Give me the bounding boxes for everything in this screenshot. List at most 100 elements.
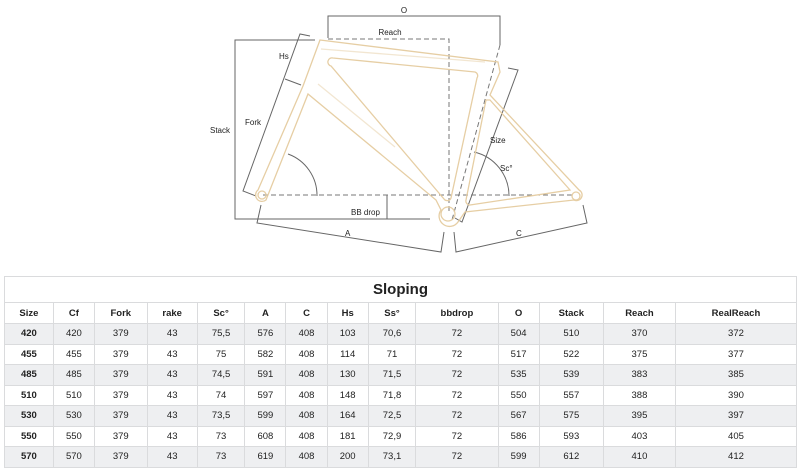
frame-geometry-diagram: O Reach Hs Stack Fork Size Sc° BB drop A… — [210, 6, 588, 253]
column-header: Stack — [538, 302, 604, 324]
table-cell: 586 — [497, 425, 540, 447]
label-bb-drop: BB drop — [351, 208, 380, 217]
table-cell: 43 — [146, 446, 198, 468]
table-cell: 43 — [146, 384, 198, 406]
table-cell: 72 — [415, 405, 499, 427]
table-cell: 130 — [326, 364, 369, 386]
table-cell: 591 — [244, 364, 287, 386]
stack-bracket — [234, 39, 430, 220]
table-cell: 43 — [146, 364, 198, 386]
table-cell: 593 — [538, 425, 604, 447]
table-cell: 485 — [4, 364, 54, 386]
table-cell: 114 — [326, 343, 369, 365]
table-cell: 75,5 — [196, 323, 246, 345]
table-cell: 71,8 — [367, 384, 417, 406]
hs-fork-bracket — [242, 33, 311, 197]
table-cell: 70,6 — [367, 323, 417, 345]
a-bracket — [256, 204, 445, 253]
column-header: Cf — [52, 302, 95, 324]
hs-tick — [284, 78, 302, 86]
table-cell: 576 — [244, 323, 287, 345]
dashed-reference-lines — [263, 38, 572, 221]
table-cell: 379 — [93, 405, 148, 427]
table-cell: 550 — [4, 425, 54, 447]
table-cell: 43 — [146, 405, 198, 427]
table-cell: 550 — [52, 425, 95, 447]
table-cell: 72 — [415, 384, 499, 406]
seat-angle-arc — [473, 151, 510, 197]
table-cell: 510 — [52, 384, 95, 406]
table-cell: 412 — [674, 446, 798, 468]
table-cell: 522 — [538, 343, 604, 365]
column-header: RealReach — [674, 302, 798, 324]
table-cell: 408 — [285, 405, 328, 427]
table-cell: 550 — [497, 384, 540, 406]
table-cell: 535 — [497, 364, 540, 386]
table-cell: 385 — [674, 364, 798, 386]
table-cell: 383 — [602, 364, 676, 386]
table-cell: 71 — [367, 343, 417, 365]
table-cell: 148 — [326, 384, 369, 406]
table-cell: 408 — [285, 384, 328, 406]
label-a: A — [345, 229, 351, 238]
column-header: Hs — [326, 302, 369, 324]
table-cell: 379 — [93, 425, 148, 447]
table-cell: 72 — [415, 446, 499, 468]
column-header: rake — [146, 302, 198, 324]
label-fork: Fork — [245, 118, 262, 127]
label-c: C — [516, 229, 522, 238]
table-cell: 379 — [93, 323, 148, 345]
table-cell: 608 — [244, 425, 287, 447]
table-cell: 410 — [602, 446, 676, 468]
table-cell: 73,5 — [196, 405, 246, 427]
table-cell: 370 — [602, 323, 676, 345]
table-cell: 485 — [52, 364, 95, 386]
table-cell: 599 — [497, 446, 540, 468]
table-cell: 408 — [285, 323, 328, 345]
table-cell: 181 — [326, 425, 369, 447]
table-cell: 539 — [538, 364, 604, 386]
table-cell: 72 — [415, 323, 499, 345]
table-cell: 200 — [326, 446, 369, 468]
table-cell: 517 — [497, 343, 540, 365]
table-cell: 72,5 — [367, 405, 417, 427]
table-cell: 75 — [196, 343, 246, 365]
table-cell: 377 — [674, 343, 798, 365]
table-cell: 510 — [538, 323, 604, 345]
table-cell: 408 — [285, 446, 328, 468]
o-bracket — [327, 15, 501, 45]
table-cell: 405 — [674, 425, 798, 447]
table-cell: 379 — [93, 384, 148, 406]
table-cell: 597 — [244, 384, 287, 406]
column-header: Fork — [93, 302, 148, 324]
table-cell: 582 — [244, 343, 287, 365]
table-cell: 73 — [196, 446, 246, 468]
table-cell: 375 — [602, 343, 676, 365]
table-cell: 72 — [415, 343, 499, 365]
column-header: C — [285, 302, 328, 324]
table-cell: 408 — [285, 343, 328, 365]
table-title: Sloping — [4, 276, 797, 303]
table-cell: 504 — [497, 323, 540, 345]
table-cell: 455 — [4, 343, 54, 365]
table-cell: 71,5 — [367, 364, 417, 386]
table-cell: 43 — [146, 343, 198, 365]
bike-frame — [254, 39, 583, 228]
table-cell: 612 — [538, 446, 604, 468]
table-cell: 455 — [52, 343, 95, 365]
table-cell: 567 — [497, 405, 540, 427]
table-cell: 510 — [4, 384, 54, 406]
table-cell: 72 — [415, 425, 499, 447]
label-sc: Sc° — [500, 164, 513, 173]
seat-tube-bracket — [454, 67, 519, 223]
diagram-labels: O Reach Hs Stack Fork Size Sc° BB drop A… — [210, 6, 522, 238]
table-cell: 570 — [52, 446, 95, 468]
table-cell: 72,9 — [367, 425, 417, 447]
column-header: Sc° — [196, 302, 246, 324]
column-header: Size — [4, 302, 54, 324]
